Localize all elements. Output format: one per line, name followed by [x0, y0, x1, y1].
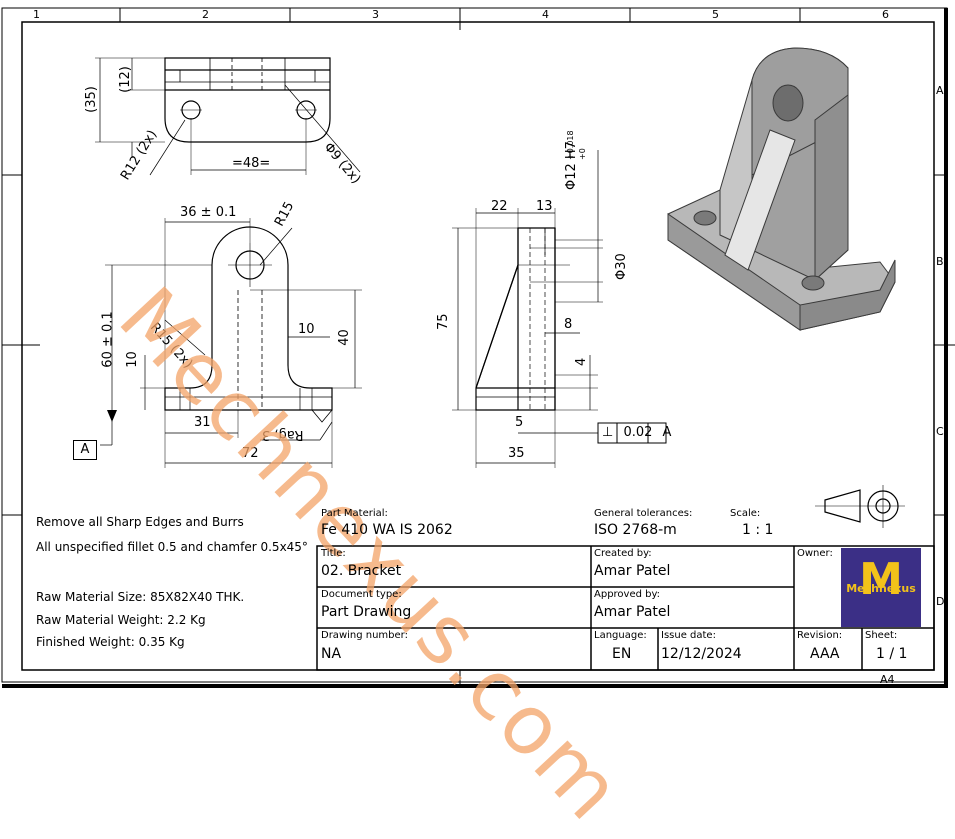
- zone-label-b: B: [936, 255, 944, 268]
- drawing-number-value: NA: [321, 646, 342, 662]
- zone-label-2: 2: [202, 8, 209, 21]
- datum-a: A: [73, 440, 97, 460]
- logo-letter: M: [859, 554, 903, 605]
- part-material-value: Fe 410 WA IS 2062: [321, 522, 453, 538]
- approved-by-value: Amar Patel: [594, 604, 671, 620]
- dim-40: 40: [336, 329, 352, 346]
- zone-label-d: D: [936, 595, 945, 608]
- dim-72: 72: [242, 446, 259, 461]
- zone-label-6: 6: [882, 8, 889, 21]
- dim-8: 8: [564, 317, 573, 332]
- language-label: Language:: [594, 630, 647, 641]
- dim-48: =48=: [232, 156, 271, 171]
- drawing-sheet: [1, 7, 955, 688]
- issue-date-value: 12/12/2024: [661, 646, 742, 662]
- zone-label-1: 1: [33, 8, 40, 21]
- note-sharp-edges: Remove all Sharp Edges and Burrs: [36, 515, 244, 529]
- note-raw-size: Raw Material Size: 85X82X40 THK.: [36, 590, 245, 604]
- gdt-perpendicularity: ⊥ 0.02 A: [602, 425, 672, 440]
- drawing-number-label: Drawing number:: [321, 630, 408, 641]
- sheet-label: Sheet:: [865, 630, 898, 641]
- title-block-grid: [316, 545, 935, 671]
- zone-label-c: C: [936, 425, 944, 438]
- owner-label: Owner:: [797, 548, 833, 559]
- mechnexus-logo: M Mechnexus: [841, 548, 921, 627]
- revision-label: Revision:: [797, 630, 843, 641]
- zone-label-a: A: [936, 84, 944, 97]
- scale-value: 1 : 1: [742, 522, 774, 538]
- dim-22: 22: [491, 199, 508, 214]
- issue-date-label: Issue date:: [661, 630, 716, 641]
- dim-phi12-tol-up: +0.018: [566, 130, 575, 160]
- dim-31: 31: [194, 415, 211, 430]
- title-value: 02. Bracket: [321, 563, 402, 579]
- dim-phi30: Φ30: [614, 253, 629, 280]
- approved-by-label: Approved by:: [594, 589, 661, 600]
- isometric-view: [667, 47, 896, 331]
- dim-10a: 10: [298, 322, 315, 337]
- scale-label: Scale:: [730, 508, 761, 519]
- sheet-value: 1 / 1: [876, 646, 908, 662]
- note-raw-weight: Raw Material Weight: 2.2 Kg: [36, 613, 206, 627]
- zone-ticks: [2, 8, 955, 686]
- doc-type-value: Part Drawing: [321, 604, 412, 620]
- language-value: EN: [612, 646, 632, 662]
- created-by-label: Created by:: [594, 548, 652, 559]
- dim-35-top: (35): [83, 86, 99, 113]
- dim-12-top: (12): [117, 66, 133, 93]
- front-view: [100, 218, 362, 468]
- zone-label-4: 4: [542, 8, 549, 21]
- note-fillet: All unspecified fillet 0.5 and chamfer 0…: [36, 540, 308, 554]
- doc-type-label: Document type:: [321, 589, 402, 600]
- zone-label-5: 5: [712, 8, 719, 21]
- dim-4: 4: [574, 357, 589, 366]
- dim-75: 75: [436, 313, 451, 330]
- projection-symbol: [815, 485, 905, 528]
- dim-13: 13: [536, 199, 553, 214]
- tolerances-label: General tolerances:: [594, 508, 693, 519]
- dim-36: 36 ± 0.1: [180, 205, 237, 220]
- logo-text: Mechnexus: [846, 582, 916, 595]
- sheet-size-label: A4: [880, 673, 895, 686]
- dim-phi12-tol-down: +0: [578, 148, 587, 160]
- top-view: [95, 57, 361, 176]
- tolerances-value: ISO 2768-m: [594, 522, 677, 538]
- revision-value: AAA: [810, 646, 840, 662]
- title-label: Title:: [321, 548, 346, 559]
- zone-label-3: 3: [372, 8, 379, 21]
- dim-35-side: 35: [508, 446, 525, 461]
- created-by-value: Amar Patel: [594, 563, 671, 579]
- dim-5: 5: [515, 415, 524, 430]
- part-material-label: Part Material:: [321, 508, 388, 519]
- side-view: [452, 150, 667, 468]
- note-finished-weight: Finished Weight: 0.35 Kg: [36, 635, 185, 649]
